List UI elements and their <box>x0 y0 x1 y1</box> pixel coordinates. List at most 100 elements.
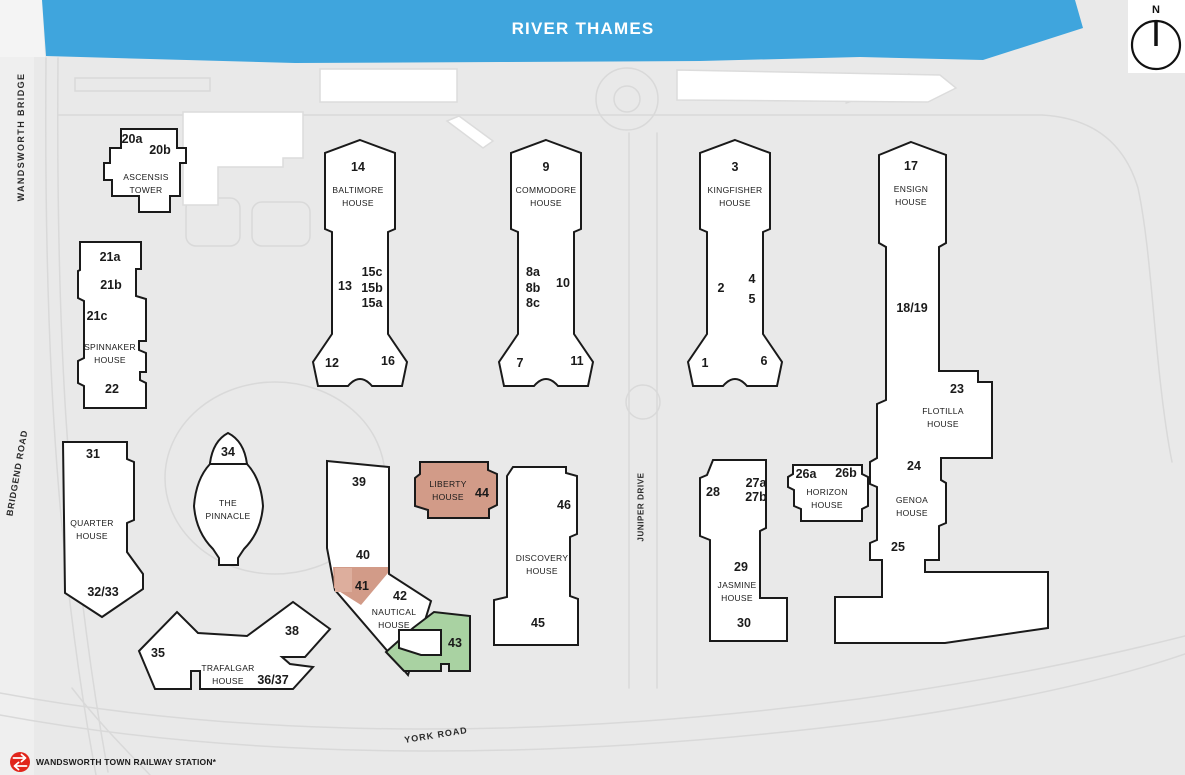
building-shape-ascensis-tower <box>103 128 187 213</box>
garden-outline <box>251 201 311 247</box>
building-name-line: HOUSE <box>342 198 374 208</box>
unit-label-15a: 15a <box>361 296 383 310</box>
river-label: RIVER THAMES <box>511 19 655 38</box>
unit-label-26b: 26b <box>835 466 857 480</box>
unit-label-27a: 27a <box>745 476 767 490</box>
compass-north-label: N <box>1152 4 1160 16</box>
unit-label-12: 12 <box>325 356 339 370</box>
building-shape-jasmine-house <box>699 459 788 642</box>
unit-label-21a: 21a <box>99 250 121 264</box>
unit-label-17: 17 <box>904 159 918 173</box>
unit-label-32-33: 32/33 <box>87 585 119 599</box>
unit-label-20a: 20a <box>121 132 143 146</box>
building-name-line: HOUSE <box>721 593 753 603</box>
building-label-kingfisher-house: KINGFISHER HOUSE <box>708 184 763 210</box>
building-label-commodore-house: COMMODORE HOUSE <box>516 184 577 210</box>
pier-outline <box>74 77 211 92</box>
building-name-line: PINNACLE <box>205 511 251 521</box>
building-shape-spinnaker-house <box>77 241 147 409</box>
unit-label-11: 11 <box>570 354 584 368</box>
unit-label-23: 23 <box>950 382 964 396</box>
plaza-shape <box>182 111 304 206</box>
unit-label-20b: 20b <box>149 143 171 157</box>
unit-label-28: 28 <box>706 485 720 499</box>
unit-label-30: 30 <box>737 616 751 630</box>
building-shape-commodore-house <box>497 138 595 387</box>
building-name-line: FLOTILLA <box>922 406 964 416</box>
building-name-line: NAUTICAL <box>371 607 417 617</box>
unit-label-21b: 21b <box>100 278 122 292</box>
unit-label-38: 38 <box>285 624 299 638</box>
unit-label-6: 6 <box>760 354 768 368</box>
building-name-line: COMMODORE <box>515 185 577 195</box>
building-name-line: ENSIGN <box>893 184 929 194</box>
buildings-layer <box>61 128 1049 690</box>
road-line <box>56 57 109 773</box>
building-name-line: ASCENSIS <box>123 172 169 182</box>
building-label-spinnaker-house: SPINNAKER HOUSE <box>84 341 136 367</box>
unit-label-31: 31 <box>86 447 100 461</box>
building-name-line: DISCOVERY <box>515 553 569 563</box>
unit-label-14: 14 <box>351 160 365 174</box>
unit-label-2: 2 <box>717 281 725 295</box>
building-name-line: HOUSE <box>432 492 464 502</box>
building-name-line: HOUSE <box>378 620 410 630</box>
unit-label-18-19: 18/19 <box>896 301 928 315</box>
walkway-shape <box>445 115 495 149</box>
unit-label-21c: 21c <box>86 309 108 323</box>
york-road-line <box>0 635 1185 730</box>
building-shape-ensign-flotilla-genoa <box>834 140 1049 644</box>
road-label-wandsworth-bridge: WANDSWORTH BRIDGE <box>16 72 26 202</box>
corner-margin <box>0 0 45 57</box>
building-name-line: TRAFALGAR <box>201 663 255 673</box>
unit-41-inner-shade <box>335 568 352 592</box>
unit-label-43: 43 <box>448 636 462 650</box>
building-name-line: HOUSE <box>76 531 108 541</box>
building-label-jasmine-house: JASMINE HOUSE <box>718 579 757 605</box>
building-name-line: SPINNAKER <box>84 342 136 352</box>
unit-label-27b: 27b <box>745 490 767 504</box>
building-name-line: BALTIMORE <box>332 185 384 195</box>
building-label-ascensis-tower: ASCENSIS TOWER <box>123 171 168 197</box>
unit-label-45: 45 <box>531 616 545 630</box>
rail-icon-arrowhead-top <box>20 753 27 763</box>
road-line <box>71 687 151 775</box>
building-name-line: HOUSE <box>526 566 558 576</box>
road-line <box>57 114 1173 463</box>
unit-label-8c: 8c <box>526 296 540 310</box>
unit-label-4: 4 <box>748 272 756 286</box>
building-label-baltimore-house: BALTIMORE HOUSE <box>332 184 383 210</box>
unit-label-10: 10 <box>556 276 570 290</box>
building-label-horizon-house: HORIZON HOUSE <box>806 486 847 512</box>
building-label-genoa-house: GENOA HOUSE <box>896 494 928 520</box>
building-name-line: KINGFISHER <box>707 185 763 195</box>
building-shape-quarter-house <box>61 441 144 619</box>
unit-label-16: 16 <box>381 354 395 368</box>
york-road-line <box>0 653 1185 752</box>
unit-label-7: 7 <box>516 356 524 370</box>
unit-label-25: 25 <box>891 540 905 554</box>
unit-label-22: 22 <box>105 382 119 396</box>
unit-label-36-37: 36/37 <box>257 673 289 687</box>
building-shape-trafalgar-house <box>137 600 332 690</box>
unit-label-41: 41 <box>355 579 369 593</box>
unit-label-44: 44 <box>475 486 489 500</box>
unit-label-26a: 26a <box>795 467 817 481</box>
riverfront-shapes <box>182 68 958 206</box>
nautical-courtyard-shape <box>398 629 442 656</box>
building-shape-discovery-house <box>493 466 579 646</box>
unit-label-8b: 8b <box>525 281 541 295</box>
unit-label-15b: 15b <box>361 281 383 295</box>
building-name-line: HOUSE <box>94 355 126 365</box>
building-name-line: QUARTER <box>70 518 114 528</box>
building-shape-kingfisher-house <box>686 138 784 387</box>
pier-shape <box>319 68 458 103</box>
building-name-line: HOUSE <box>719 198 751 208</box>
roundabout <box>625 384 661 420</box>
rail-icon-roundel <box>10 752 30 772</box>
compass <box>1128 0 1185 73</box>
building-name-line: HORIZON <box>806 487 848 497</box>
unit-label-13: 13 <box>338 279 352 293</box>
plaza-circle-inner <box>613 85 641 113</box>
